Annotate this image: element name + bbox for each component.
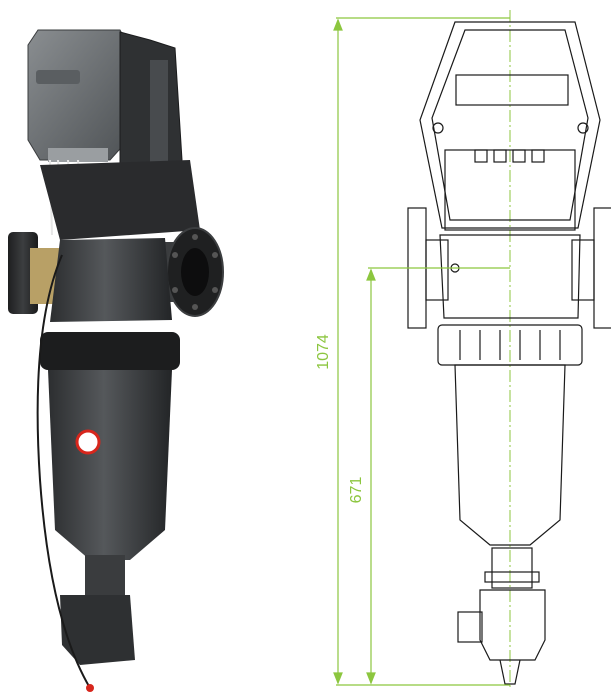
inlet-flange: [8, 232, 60, 314]
drain-valve: [85, 555, 125, 595]
dimension-lines: [333, 17, 510, 686]
filter-head: [50, 238, 172, 322]
drain-assembly: [60, 595, 135, 665]
outlet-flange: [160, 227, 224, 317]
technical-drawing: [407, 10, 611, 690]
command-tube: [36, 254, 91, 689]
drawing-head: [439, 234, 581, 319]
drawing-drain: [491, 547, 533, 589]
product-photo: [8, 29, 224, 692]
controller-unit: [27, 29, 183, 201]
dimension-label-total: 1074: [315, 334, 332, 370]
drawing-ports: [474, 149, 545, 163]
dimension-label-inlet: 671: [348, 477, 365, 504]
drawing-outlet-flange: [593, 207, 611, 329]
actuator-block: [40, 160, 200, 240]
drawing-bowl: [454, 364, 566, 546]
clamp-ring: [40, 332, 180, 370]
drawing-controller: [419, 21, 601, 229]
brand-logo: [75, 429, 101, 455]
filter-bowl: [48, 370, 172, 560]
